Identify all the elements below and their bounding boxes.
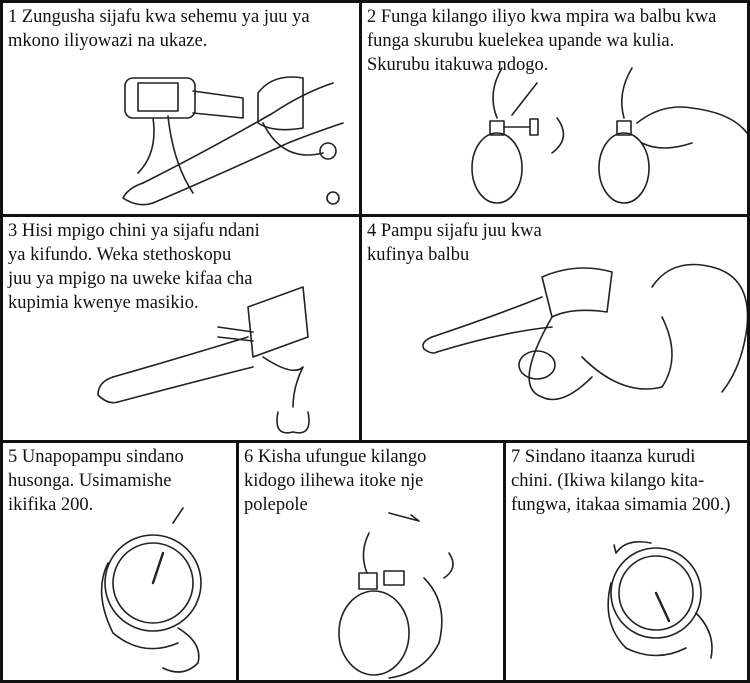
- step-1-caption: 1 Zungusha sijafu kwa sehemu ya juu ya m…: [8, 7, 310, 51]
- step-6-panel: 6 Kisha ufungue kilango kidogo ilihewa i…: [236, 440, 506, 683]
- step-7-caption: 7 Sindano itaanza kurudi chini. (Ikiwa k…: [511, 447, 731, 515]
- step-1-panel: 1 Zungusha sijafu kwa sehemu ya juu ya m…: [0, 0, 362, 217]
- step-4-panel: 4 Pampu sijafu juu kwa kufinya balbu: [359, 214, 750, 443]
- step-2-panel: 2 Funga kilango iliyo kwa mpira wa balbu…: [359, 0, 750, 217]
- gauge-rising-illustration: [100, 507, 202, 673]
- step-5-panel: 5 Unapopampu sindano husonga. Usimamishe…: [0, 440, 239, 683]
- cuff-wrapping-arm-illustration: [122, 76, 344, 206]
- gauge-falling-illustration: [607, 540, 713, 659]
- step-3-panel: 3 Hisi mpigo chini ya sijafu ndani ya ki…: [0, 214, 362, 443]
- bulb-valve-illustration: [471, 67, 747, 204]
- step-2-caption: 2 Funga kilango iliyo kwa mpira wa balbu…: [367, 7, 717, 75]
- pumping-cuff-illustration: [422, 263, 747, 401]
- step-6-caption: 6 Kisha ufungue kilango kidogo ilihewa i…: [244, 447, 427, 515]
- release-valve-illustration: [338, 512, 454, 679]
- step-5-caption: 5 Unapopampu sindano husonga. Usimamishe…: [8, 447, 184, 515]
- step-4-caption: 4 Pampu sijafu juu kwa kufinya balbu: [367, 221, 542, 265]
- step-3-caption: 3 Hisi mpigo chini ya sijafu ndani ya ki…: [8, 221, 260, 313]
- stethoscope-pulse-illustration: [97, 286, 310, 434]
- step-7-panel: 7 Sindano itaanza kurudi chini. (Ikiwa k…: [503, 440, 750, 683]
